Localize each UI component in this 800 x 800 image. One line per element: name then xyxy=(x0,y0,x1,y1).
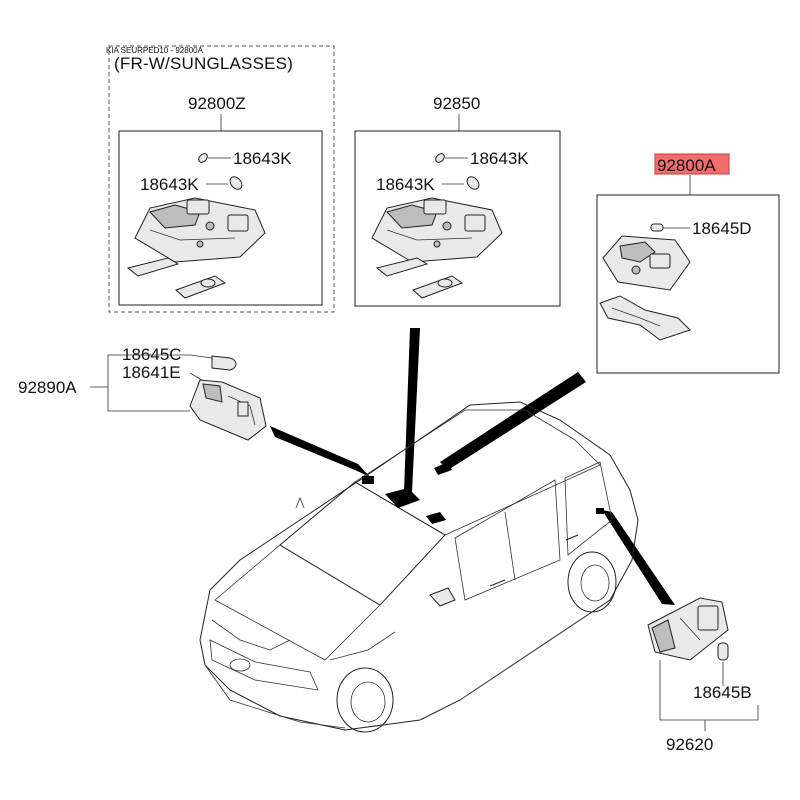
assembly-92890a: 18645C 18641E 92890A xyxy=(18,345,267,441)
part-number-18643k-d[interactable]: 18643K xyxy=(376,175,435,194)
dashed-frame xyxy=(108,45,335,313)
part-number-18645b[interactable]: 18645B xyxy=(693,683,752,702)
part-number-92800z[interactable]: 92800Z xyxy=(188,94,246,113)
highlight-marker xyxy=(654,153,730,175)
leader-arrow-92890a xyxy=(270,426,370,477)
part-number-92890a[interactable]: 92890A xyxy=(18,378,77,397)
part-number-18643k-c[interactable]: 18643K xyxy=(470,149,529,168)
bulb-icon xyxy=(206,176,243,190)
map-lamp-drawing xyxy=(599,235,691,341)
leader-arrow-92800a xyxy=(440,372,586,470)
assembly-92620: 18645B 92620 xyxy=(647,597,759,754)
assembly-92800a: 92800A 18645D xyxy=(596,153,780,374)
part-number-92850[interactable]: 92850 xyxy=(433,94,480,113)
part-number-18645c[interactable]: 18645C xyxy=(122,345,182,364)
lamp-location-marker xyxy=(362,476,374,484)
leader-arrows xyxy=(270,328,675,605)
part-number-92800a[interactable]: 92800A xyxy=(657,156,716,175)
diagram-caption: KIA SEURPED10 - 92800A xyxy=(106,46,204,55)
bulb-icon xyxy=(211,355,237,371)
car-drawing xyxy=(199,401,639,733)
part-number-18645d[interactable]: 18645D xyxy=(692,219,752,238)
bulb-icon xyxy=(435,153,468,163)
lamp-location-marker xyxy=(596,508,604,514)
assembly-92850: 92850 18643K 18643K xyxy=(354,94,561,307)
assembly-frame xyxy=(596,194,780,374)
bulb-icon xyxy=(717,642,729,661)
leader-arrow-92850 xyxy=(404,328,420,492)
bulb-icon xyxy=(650,223,690,232)
lamp-location-marker xyxy=(426,512,446,524)
part-number-18643k-a[interactable]: 18643K xyxy=(233,149,292,168)
part-number-18641e[interactable]: 18641E xyxy=(122,363,181,382)
luggage-lamp-drawing xyxy=(647,597,729,661)
assembly-frame xyxy=(118,130,323,306)
overhead-console-drawing xyxy=(371,197,503,299)
assembly-frame xyxy=(354,130,561,307)
leader-arrow-92620 xyxy=(602,510,675,605)
part-number-18643k-b[interactable]: 18643K xyxy=(140,175,199,194)
bulb-icon xyxy=(198,153,231,163)
room-lamp-drawing xyxy=(189,379,267,441)
lamp-location-marker xyxy=(385,488,420,508)
overhead-console-drawing xyxy=(126,197,266,299)
part-number-92620[interactable]: 92620 xyxy=(666,735,713,754)
assembly-92800z: KIA SEURPED10 - 92800A (FR-W/SUNGLASSES)… xyxy=(106,45,335,313)
variant-note: (FR-W/SUNGLASSES) xyxy=(114,54,293,73)
bulb-icon xyxy=(442,176,480,190)
lamp-location-marker xyxy=(434,462,452,475)
